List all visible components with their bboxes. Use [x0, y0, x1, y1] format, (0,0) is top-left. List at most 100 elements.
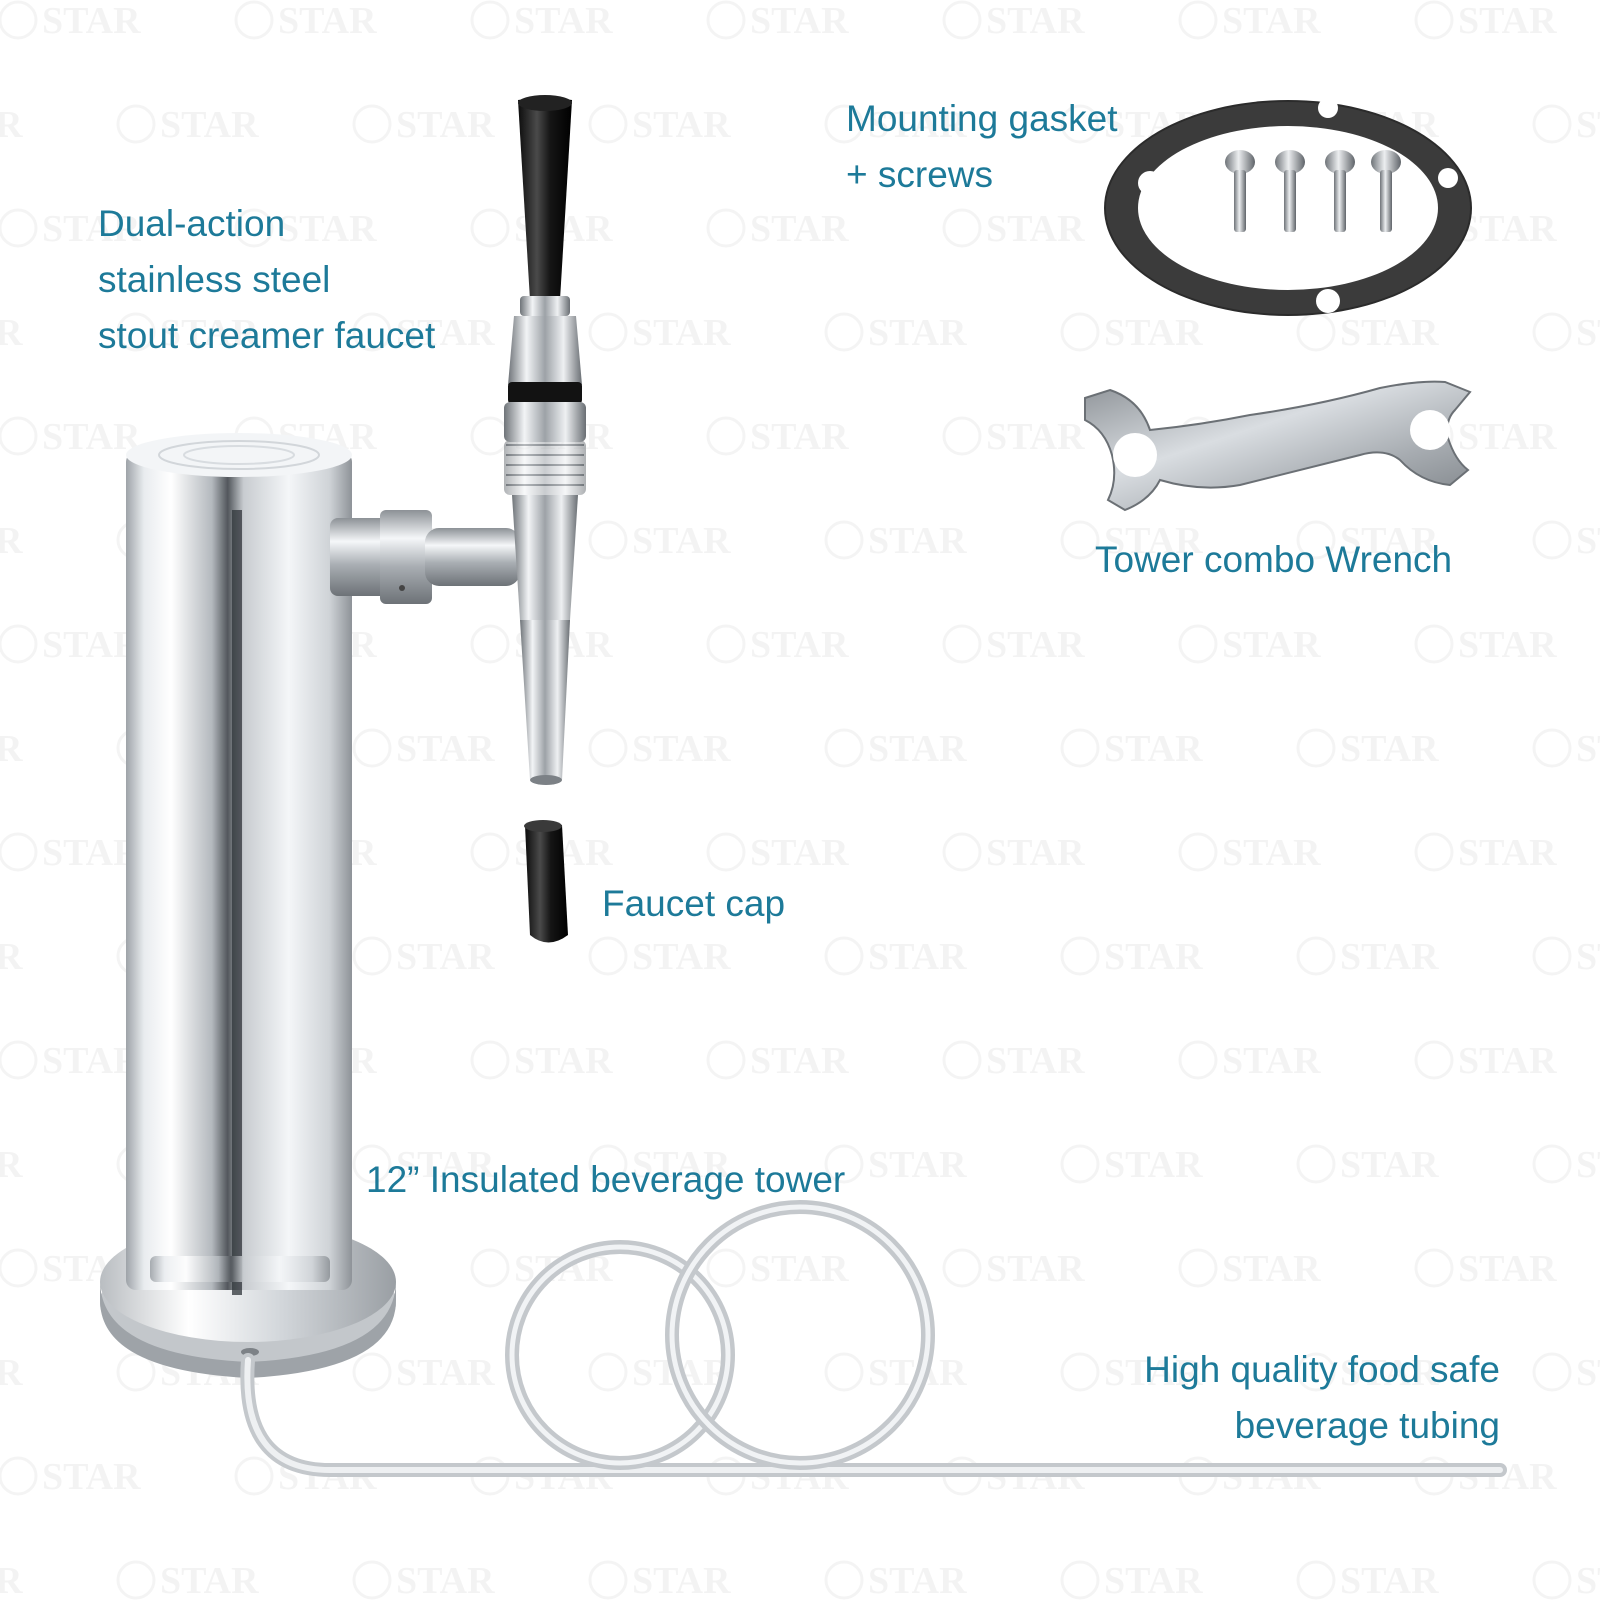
faucet-callout-line-3: stout creamer faucet [98, 315, 436, 356]
watermark-logo: STAR [396, 104, 495, 146]
watermark-star-icon [116, 312, 156, 352]
watermark-logo: STAR [1576, 312, 1600, 354]
watermark-logo: STAR [0, 1560, 23, 1600]
watermark-logo: STAR [1222, 0, 1321, 42]
stout-faucet [330, 95, 586, 785]
cap-callout-line-1: Faucet cap [602, 883, 786, 924]
tower-callout: 12” Insulated beverage tower [366, 1152, 845, 1208]
watermark-logo: STAR [986, 208, 1085, 250]
watermark-logo: STAR [986, 832, 1085, 874]
watermark-logo: STAR [1222, 1040, 1321, 1082]
watermark-logo: STAR [750, 416, 849, 458]
watermark-star-icon [1532, 728, 1572, 768]
watermark-logo: STAR [396, 728, 495, 770]
watermark-logo: STAR [278, 0, 377, 42]
tower-callout-line-1: 12” Insulated beverage tower [366, 1159, 846, 1200]
watermark-logo: STAR [1104, 1144, 1203, 1186]
watermark-star-icon [352, 104, 392, 144]
watermark-star-icon [234, 1456, 274, 1496]
watermark-star-icon [1532, 1144, 1572, 1184]
watermark-logo: STAR [396, 1352, 495, 1394]
watermark-logo: STAR [750, 0, 849, 42]
watermark-logo: STAR [1576, 1560, 1600, 1600]
watermark-star-icon [0, 832, 38, 872]
cap-callout: Faucet cap [602, 876, 785, 932]
faucet-callout: Dual-action stainless steel stout creame… [98, 196, 435, 364]
watermark-logo: STAR [1340, 312, 1439, 354]
watermark-logo: STAR [986, 624, 1085, 666]
watermark-logo: STAR [1576, 1144, 1600, 1186]
gasket-callout: Mounting gasket + screws [846, 91, 1118, 203]
watermark-logo: STAR [750, 832, 849, 874]
tubing-callout-line-1: High quality food safe [1144, 1349, 1500, 1390]
watermark-star-icon [1296, 1144, 1336, 1184]
watermark-logo: STAR [1104, 936, 1203, 978]
tubing-callout-line-2: beverage tubing [1234, 1405, 1500, 1446]
watermark-star-icon [706, 0, 746, 40]
watermark-logo: STAR [1458, 1248, 1557, 1290]
watermark-star-icon [1414, 624, 1454, 664]
watermark-star-icon [588, 728, 628, 768]
watermark-star-icon [706, 624, 746, 664]
watermark-logo: STAR [1222, 624, 1321, 666]
watermark-star-icon [116, 1352, 156, 1392]
watermark-star-icon [942, 624, 982, 664]
watermark-logo: STAR [1222, 832, 1321, 874]
watermark-star-icon [942, 416, 982, 456]
watermark-logo: STAR [986, 1040, 1085, 1082]
watermark-star-icon [234, 208, 274, 248]
watermark-logo: STAR [1340, 1352, 1439, 1394]
watermark-star-icon [706, 1040, 746, 1080]
watermark-logo: STAR [1340, 520, 1439, 562]
watermark-star-icon [1060, 520, 1100, 560]
faucet-callout-line-1: Dual-action [98, 203, 286, 244]
watermark-logo: STAR [632, 104, 731, 146]
watermark-star-icon [1532, 936, 1572, 976]
watermark-star-icon [1060, 312, 1100, 352]
watermark-star-icon [942, 1248, 982, 1288]
watermark-logo: STAR [160, 312, 259, 354]
watermark-star-icon [942, 1040, 982, 1080]
watermark-star-icon [0, 1456, 38, 1496]
watermark-star-icon [1414, 832, 1454, 872]
watermark-star-icon [1060, 104, 1100, 144]
watermark-star-icon [1296, 520, 1336, 560]
watermark-logo: STAR [1104, 520, 1203, 562]
watermark-logo: STAR [160, 1560, 259, 1600]
watermark-logo: STAR [0, 520, 23, 562]
watermark-logo: STAR [1576, 104, 1600, 146]
watermark-logo: STAR [1576, 728, 1600, 770]
watermark-star-icon [588, 1144, 628, 1184]
watermark-logo: STAR [750, 1040, 849, 1082]
watermark-star-icon [942, 832, 982, 872]
watermark-star-icon [824, 312, 864, 352]
watermark-star-icon [352, 1144, 392, 1184]
watermark-logo: STAR [0, 1144, 23, 1186]
watermark-star-icon [588, 520, 628, 560]
watermark-logo: STAR [750, 208, 849, 250]
watermark-star-icon [1178, 624, 1218, 664]
watermark-star-icon [1178, 0, 1218, 40]
watermark-logo: STAR [632, 312, 731, 354]
watermark-logo: STAR [1104, 1352, 1203, 1394]
watermark-star-icon [352, 1560, 392, 1600]
watermark-logo: STAR [42, 416, 141, 458]
watermark-star-icon [1178, 1248, 1218, 1288]
watermark-logo: STAR [396, 1144, 495, 1186]
watermark-star-icon [588, 312, 628, 352]
watermark-logo: STAR [42, 1040, 141, 1082]
watermark-star-icon [470, 832, 510, 872]
watermark-logo: STAR [868, 1560, 967, 1600]
watermark-star-icon [824, 104, 864, 144]
watermark-logo: STAR [42, 1456, 141, 1498]
watermark-logo: STAR [868, 1144, 967, 1186]
watermark-logo: STAR [632, 1144, 731, 1186]
watermark-logo: STAR [278, 208, 377, 250]
watermark-logo: STAR [868, 936, 967, 978]
watermark-star-icon [706, 1248, 746, 1288]
watermark-star-icon [0, 416, 38, 456]
watermark-star-icon [706, 416, 746, 456]
watermark-logo: STAR [868, 728, 967, 770]
watermark-logo: STAR [632, 520, 731, 562]
